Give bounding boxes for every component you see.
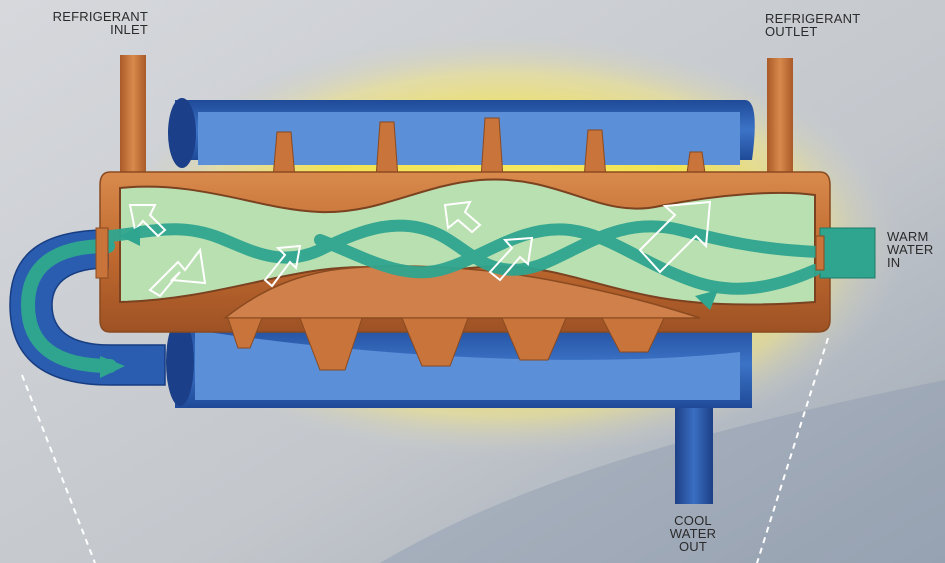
outer-shell-top-rim — [168, 98, 196, 168]
fin — [376, 122, 398, 178]
label-line: OUT — [660, 540, 726, 553]
cool-water-out-pipe — [675, 392, 713, 504]
fin — [273, 132, 295, 178]
refrigerant-inlet-pipe — [120, 55, 146, 185]
tube-end-cap-left — [96, 228, 108, 278]
label-line: INLET — [28, 23, 148, 36]
refrigerant-outlet-label: REFRIGERANT OUTLET — [765, 12, 905, 38]
warm-water-in-pipe — [820, 228, 875, 278]
refrigerant-inlet-label: REFRIGERANT INLET — [28, 10, 148, 36]
tube-end-cap-right — [816, 236, 824, 270]
label-line: IN — [887, 256, 945, 269]
label-line: OUTLET — [765, 25, 905, 38]
refrigerant-outlet-pipe — [767, 58, 793, 186]
fin — [481, 118, 503, 178]
cool-water-out-label: COOL WATER OUT — [660, 514, 726, 553]
warm-water-in-label: WARM WATER IN — [887, 230, 945, 269]
fin — [584, 130, 606, 178]
